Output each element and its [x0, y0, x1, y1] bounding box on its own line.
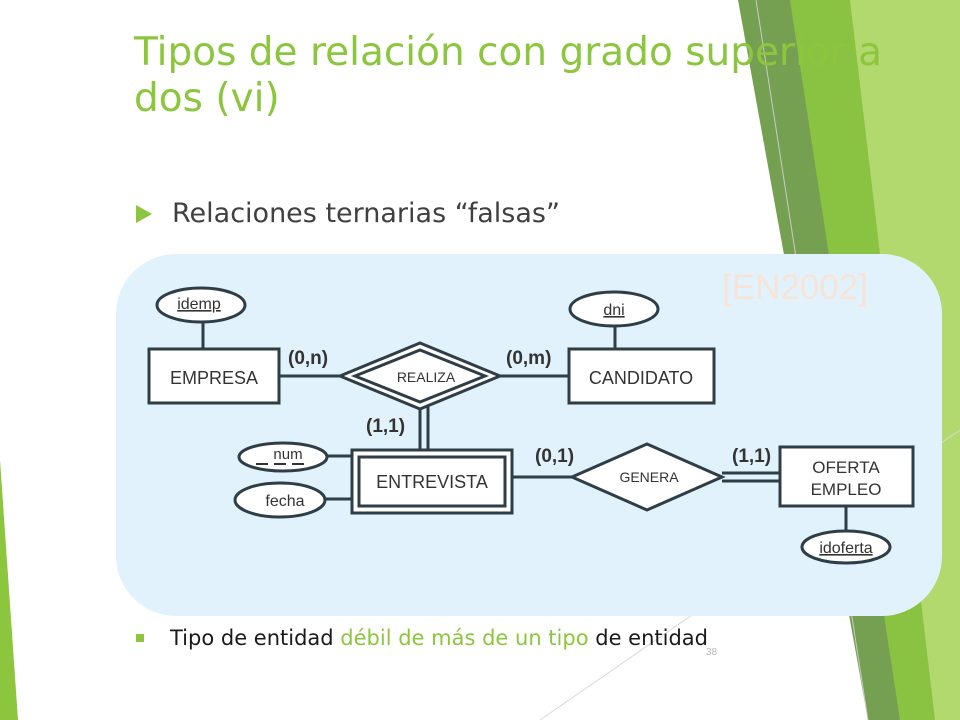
entity-oferta-label-2: EMPLEO — [811, 480, 882, 499]
main-bullet-text: Relaciones ternarias “falsas” — [172, 198, 560, 229]
bottom-bullet-text-highlight: débil de más de un tipo — [340, 626, 589, 650]
entity-empresa-label: EMPRESA — [170, 368, 258, 388]
attribute-idemp-ellipse — [155, 286, 247, 324]
main-bullet: Relaciones ternarias “falsas” — [136, 198, 560, 229]
cardinality-oferta-genera: (1,1) — [732, 446, 771, 467]
entity-candidato-label: CANDIDATO — [589, 368, 693, 388]
attribute-fecha-label: fecha — [265, 493, 304, 510]
relationship-genera — [568, 442, 726, 512]
relationship-realiza-inner — [350, 348, 490, 404]
cardinality-entrevista-genera: (0,1) — [535, 446, 574, 467]
reference-watermark: [EN2002] — [722, 268, 868, 307]
diagram-panel — [116, 254, 942, 616]
slide-title: Tipos de relación con grado superior a d… — [134, 30, 883, 121]
bottom-bullet-text-3: de entidad — [588, 626, 708, 650]
attribute-dni-label: dni — [603, 302, 624, 319]
entity-oferta-box — [778, 445, 915, 508]
cardinality-candidato-realiza: (0,m) — [506, 348, 551, 369]
bottom-bullet: Tipo de entidad débil de más de un tipo … — [136, 626, 708, 650]
square-bullet-icon — [136, 634, 144, 642]
relationship-realiza-label: REALIZA — [397, 369, 456, 385]
entity-entrevista-inner — [357, 455, 507, 508]
attribute-idoferta-label: idoferta — [819, 540, 872, 557]
triangle-bullet-icon — [136, 204, 152, 223]
entity-candidato-box — [567, 347, 716, 405]
entity-entrevista-label: ENTREVISTA — [376, 472, 488, 492]
entity-empresa-box — [147, 347, 281, 405]
attribute-dni-ellipse — [568, 290, 660, 328]
page-number: 38 — [706, 647, 718, 658]
cardinality-realiza-entrevista: (1,1) — [366, 416, 405, 437]
attribute-num-label: num — [273, 446, 302, 463]
bottom-bullet-text-1: Tipo de entidad — [170, 626, 341, 650]
entity-oferta-label-1: OFERTA — [812, 458, 880, 477]
cardinality-empresa-realiza: (0,n) — [288, 348, 328, 369]
attribute-fecha-ellipse — [233, 481, 327, 519]
attribute-idoferta-ellipse — [800, 529, 892, 565]
attribute-idemp-label: idemp — [177, 296, 221, 313]
green-corner-left — [0, 460, 18, 720]
relationship-genera-label: GENERA — [619, 469, 679, 485]
